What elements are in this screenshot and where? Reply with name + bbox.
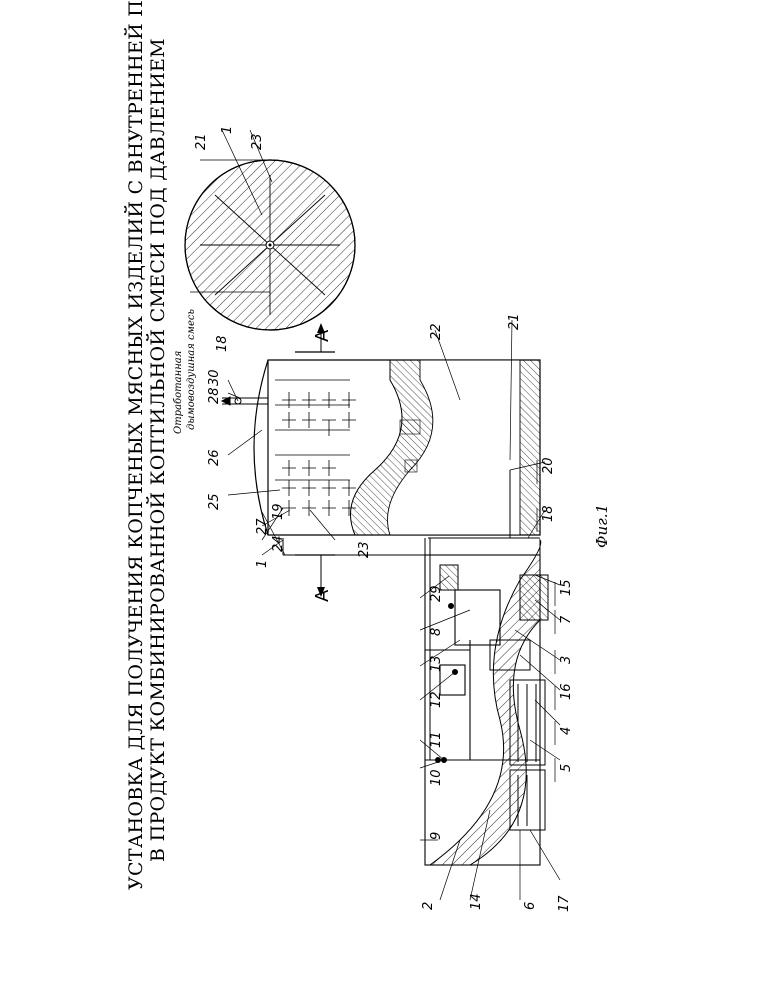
callout-9: 9 bbox=[429, 832, 444, 840]
callout-2: 2 bbox=[421, 902, 436, 910]
section-a-a-circle bbox=[185, 130, 355, 330]
callout-16: 16 bbox=[559, 683, 574, 700]
exhaust-note-line-1: Отработанная bbox=[173, 351, 184, 434]
callout-11: 11 bbox=[429, 731, 444, 748]
callout-18: 18 bbox=[541, 505, 556, 522]
callout-7: 7 bbox=[559, 615, 574, 624]
callout-19: 19 bbox=[271, 503, 286, 520]
circle-callout-23: 23 bbox=[250, 133, 265, 150]
callout-17: 17 bbox=[557, 895, 572, 912]
circle-callout-21: 21 bbox=[194, 133, 209, 150]
callout-6: 6 bbox=[523, 902, 538, 910]
circle-callout-1: 1 bbox=[220, 126, 235, 134]
callout-5: 5 bbox=[559, 764, 574, 772]
callout-30: 30 bbox=[207, 369, 222, 386]
circle-callout-18: 18 bbox=[215, 335, 230, 352]
exhaust-note-line-2: дымовоздушная смесь bbox=[186, 309, 197, 430]
section-label-left: А bbox=[312, 589, 333, 602]
callout-3: 3 bbox=[559, 656, 574, 664]
callout-4: 4 bbox=[559, 727, 574, 735]
figure-caption: Фиг.1 bbox=[593, 504, 611, 548]
callout-29: 29 bbox=[429, 585, 444, 602]
callout-12: 12 bbox=[429, 691, 444, 708]
callout-20: 20 bbox=[541, 457, 556, 474]
callout-8: 8 bbox=[429, 628, 444, 636]
callout-22: 22 bbox=[429, 323, 444, 340]
callout-13: 13 bbox=[429, 655, 444, 672]
callout-24: 24 bbox=[271, 535, 286, 552]
callout-23: 23 bbox=[357, 541, 372, 558]
injection-needle-rows bbox=[282, 392, 356, 516]
callout-15: 15 bbox=[559, 579, 574, 596]
section-label-right: А bbox=[312, 329, 333, 342]
exhaust-pipe bbox=[222, 397, 268, 405]
callout-21: 21 bbox=[507, 313, 522, 330]
callout-28: 28 bbox=[207, 387, 222, 404]
callout-10: 10 bbox=[429, 769, 444, 786]
callout-1: 1 bbox=[255, 560, 270, 568]
callout-14: 14 bbox=[469, 893, 484, 910]
callout-26: 26 bbox=[207, 449, 222, 466]
title-line-1: УСТАНОВКА ДЛЯ ПОЛУЧЕНИЯ КОПЧЕНЫХ МЯСНЫХ … bbox=[124, 0, 147, 890]
title-line-2: В ПРОДУКТ КОМБИНИРОВАННОЙ КОПТИЛЬНОЙ СМЕ… bbox=[146, 38, 169, 862]
callout-25: 25 bbox=[207, 493, 222, 510]
callout-27: 27 bbox=[255, 518, 270, 535]
